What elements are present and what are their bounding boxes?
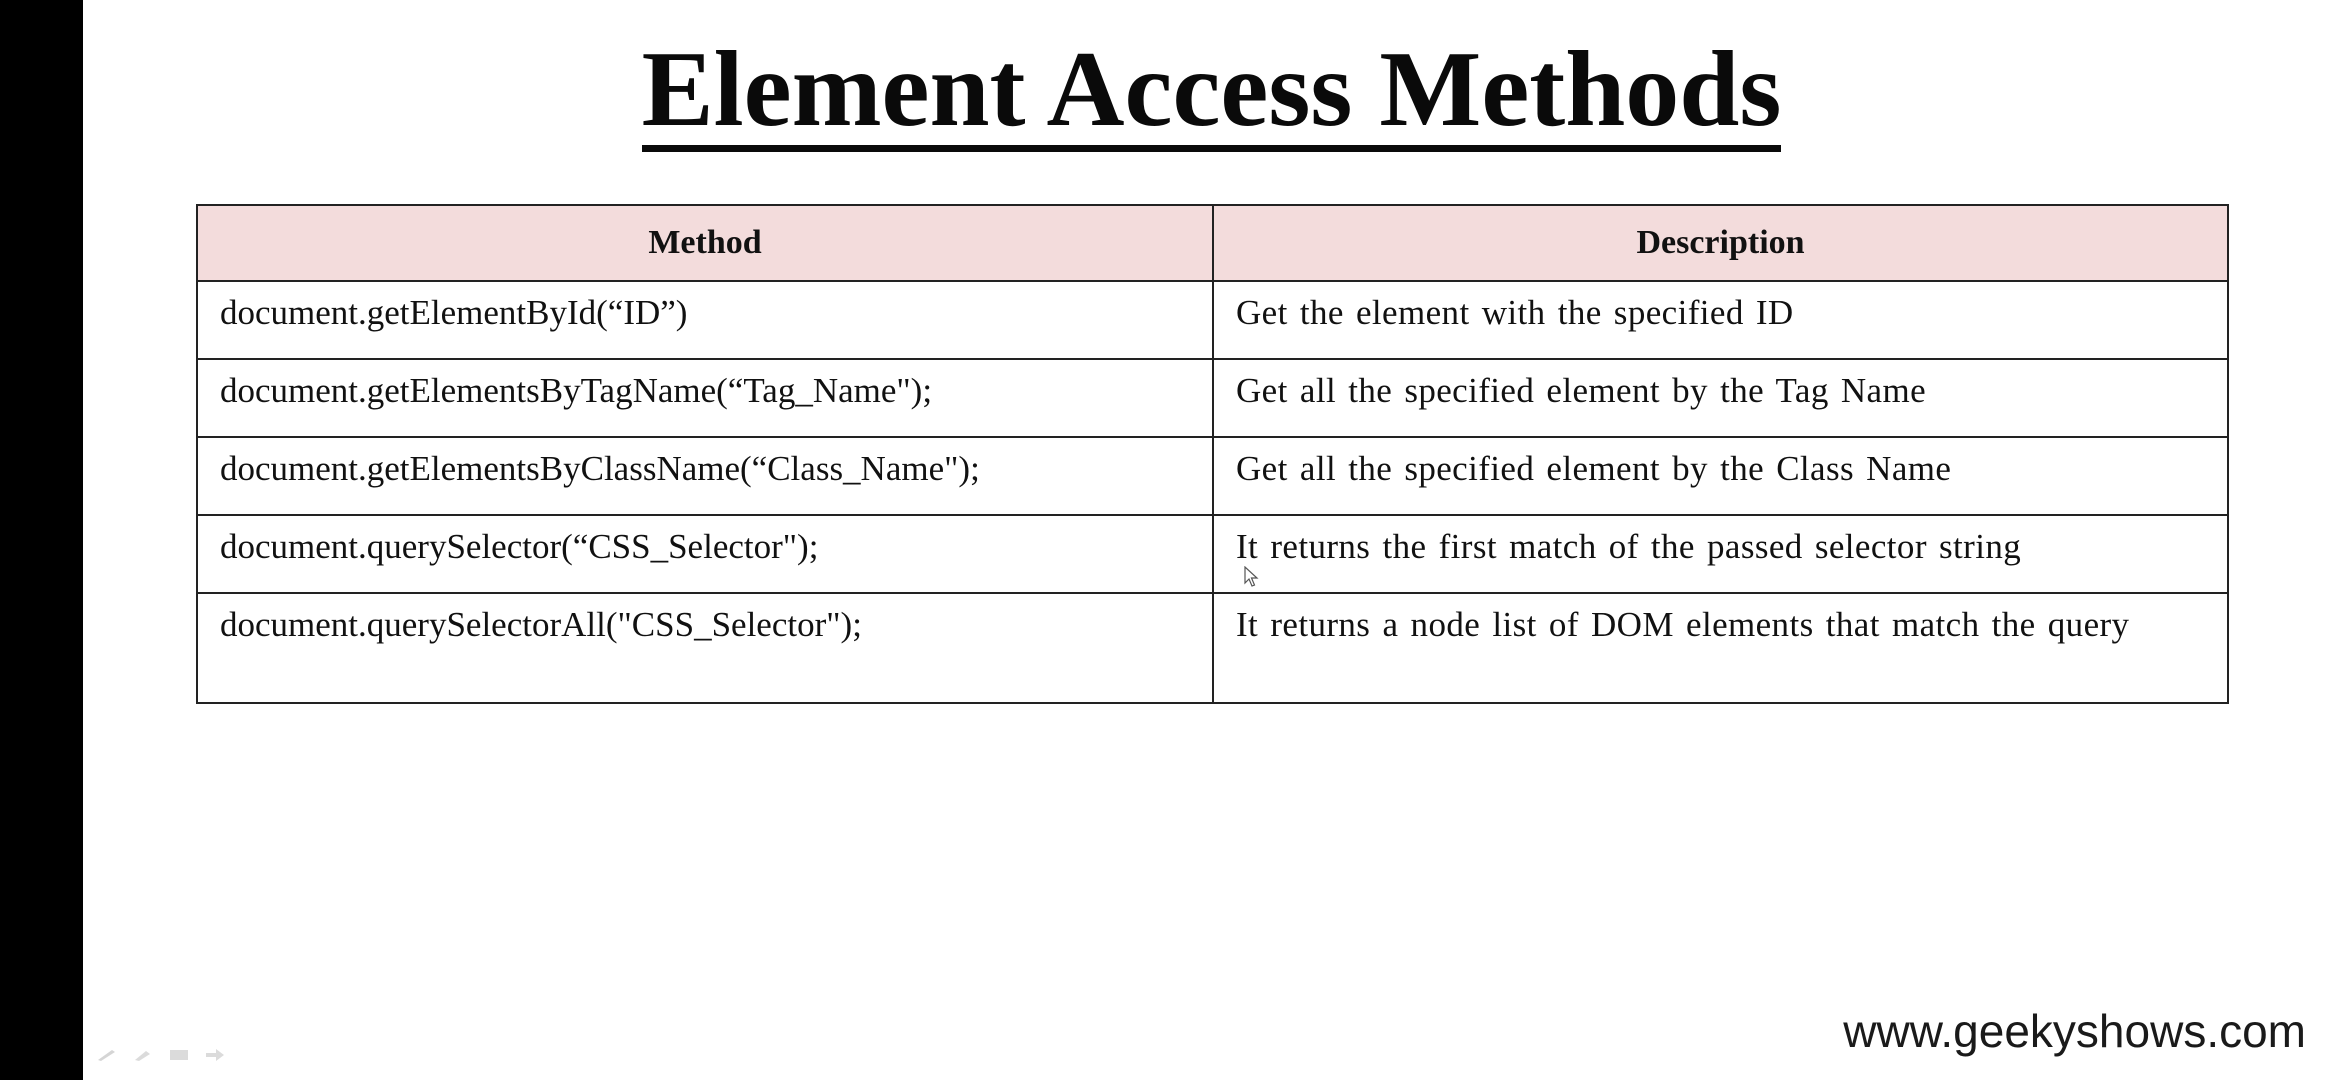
description-cell: It returns the first match of the passed…: [1212, 514, 2229, 594]
next-arrow-icon[interactable]: [204, 1048, 226, 1062]
method-cell: document.getElementsByTagName(“Tag_Name"…: [196, 358, 1214, 438]
highlighter-icon[interactable]: [132, 1048, 154, 1062]
table-row: document.querySelector(“CSS_Selector"); …: [196, 514, 2229, 594]
table-row: document.getElementsByClassName(“Class_N…: [196, 436, 2229, 516]
table-row: document.querySelectorAll("CSS_Selector"…: [196, 592, 2229, 704]
slide-title: Element Access Methods: [83, 28, 2340, 152]
header-description: Description: [1212, 204, 2229, 282]
description-cell: Get all the specified element by the Cla…: [1212, 436, 2229, 516]
left-black-bar: [0, 0, 83, 1080]
methods-table: Method Description document.getElementBy…: [196, 204, 2229, 704]
description-cell: It returns a node list of DOM elements t…: [1212, 592, 2229, 704]
presentation-toolbar: [96, 1048, 226, 1062]
table-row: document.getElementById(“ID”) Get the el…: [196, 280, 2229, 360]
slide-title-text: Element Access Methods: [641, 35, 1782, 152]
method-cell: document.getElementById(“ID”): [196, 280, 1214, 360]
header-method: Method: [196, 204, 1214, 282]
method-cell: document.querySelectorAll("CSS_Selector"…: [196, 592, 1214, 704]
menu-icon[interactable]: [168, 1048, 190, 1062]
mouse-pointer-icon: [1244, 566, 1259, 587]
watermark-url: www.geekyshows.com: [1843, 1005, 2306, 1057]
description-cell: Get the element with the specified ID: [1212, 280, 2229, 360]
method-cell: document.getElementsByClassName(“Class_N…: [196, 436, 1214, 516]
table-row: document.getElementsByTagName(“Tag_Name"…: [196, 358, 2229, 438]
description-cell: Get all the specified element by the Tag…: [1212, 358, 2229, 438]
pen-icon[interactable]: [96, 1048, 118, 1062]
table-header-row: Method Description: [196, 204, 2229, 282]
method-cell: document.querySelector(“CSS_Selector");: [196, 514, 1214, 594]
